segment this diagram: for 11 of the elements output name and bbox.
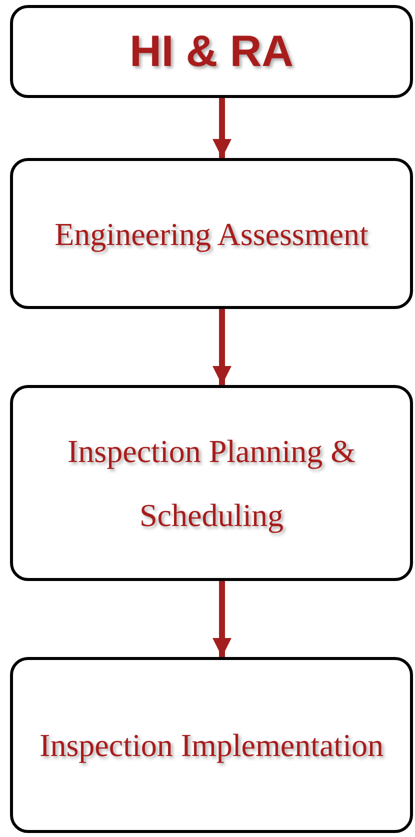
box-label: Inspection Implementation bbox=[38, 726, 384, 765]
process-box bbox=[10, 5, 413, 98]
box-label: Inspection Planning & Scheduling bbox=[66, 432, 356, 535]
box-label: HI & RA bbox=[130, 26, 294, 76]
process-box bbox=[10, 657, 413, 833]
arrow bbox=[212, 98, 232, 158]
process-box bbox=[10, 158, 413, 309]
arrow bbox=[212, 309, 232, 385]
arrow bbox=[212, 581, 232, 657]
box-label: Engineering Assessment bbox=[54, 214, 370, 254]
process-box bbox=[10, 385, 413, 581]
